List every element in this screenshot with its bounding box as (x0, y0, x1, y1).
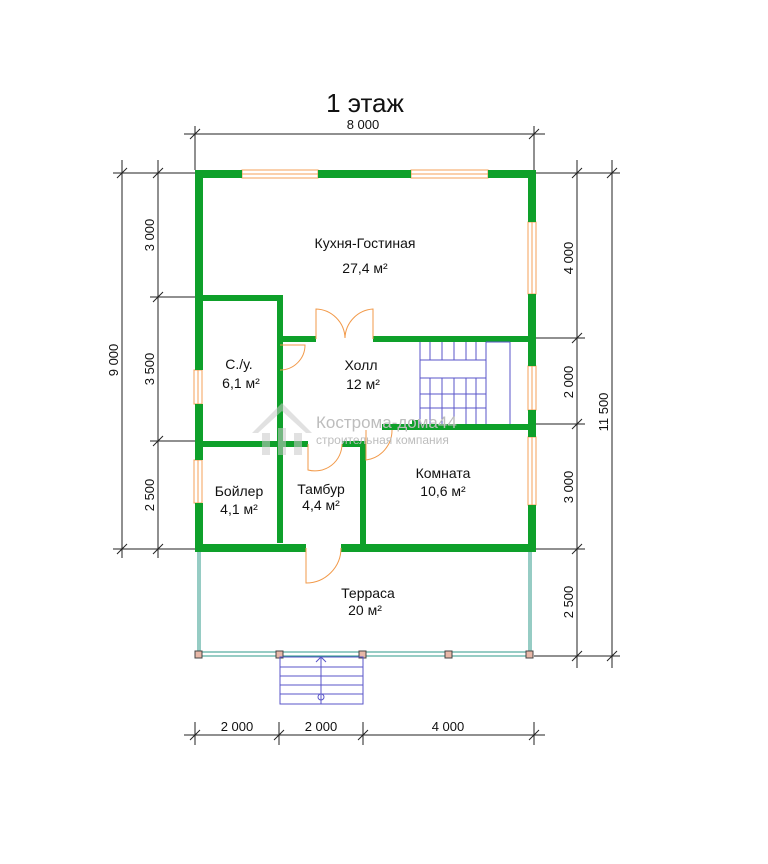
dim-left-3: 2 500 (142, 479, 157, 512)
room-bath-area: 6,1 м² (222, 375, 260, 391)
dim-bottom-2: 2 000 (305, 719, 338, 734)
dim-right-4: 2 500 (561, 586, 576, 619)
staircase (419, 341, 511, 424)
dim-right-1: 4 000 (561, 242, 576, 275)
dim-bottom-3: 4 000 (432, 719, 465, 734)
room-kitchen-name: Кухня-Гостиная (315, 235, 416, 251)
dim-left-2: 3 500 (142, 353, 157, 386)
room-komnata-name: Комната (416, 465, 471, 481)
dim-top: 8 000 (347, 117, 380, 132)
watermark-logo (252, 403, 312, 455)
dim-bottom-1: 2 000 (221, 719, 254, 734)
room-hall-area: 12 м² (346, 376, 380, 392)
room-hall-name: Холл (345, 357, 378, 373)
dimension-lines (113, 126, 620, 745)
dim-right-3: 3 000 (561, 471, 576, 504)
room-bath-name: С./у. (225, 356, 252, 372)
dim-left-total: 9 000 (106, 344, 121, 377)
terrace-posts (194, 650, 534, 659)
watermark-name: Кострома-дома44 (316, 413, 457, 432)
windows (193, 169, 537, 506)
dim-right-total: 11 500 (596, 393, 611, 432)
room-boiler-area: 4,1 м² (220, 501, 258, 517)
room-terrace-name: Терраса (341, 585, 395, 601)
doors (279, 308, 393, 584)
entry-steps (279, 656, 364, 705)
room-terrace-area: 20 м² (348, 602, 382, 618)
room-kitchen-area: 27,4 м² (342, 260, 388, 276)
watermark-subtitle: строительная компания (316, 433, 449, 447)
walls (195, 170, 536, 552)
room-tambur-area: 4,4 м² (302, 497, 340, 513)
dim-left-1: 3 000 (142, 219, 157, 252)
room-boiler-name: Бойлер (215, 483, 264, 499)
room-tambur-name: Тамбур (297, 481, 345, 497)
dim-right-2: 2 000 (561, 366, 576, 399)
room-komnata-area: 10,6 м² (420, 483, 466, 499)
plan-title: 1 этаж (326, 88, 404, 118)
